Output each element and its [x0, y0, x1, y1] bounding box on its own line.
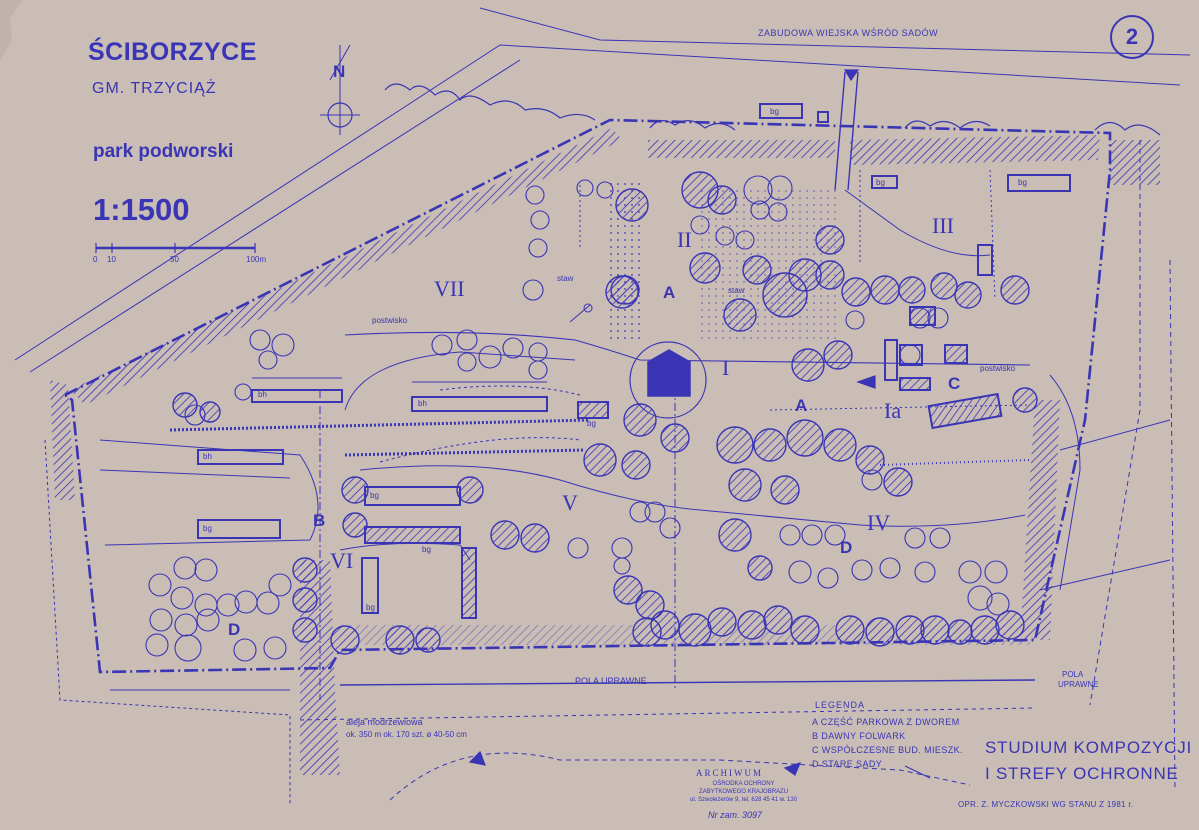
- manor: [629, 341, 707, 419]
- study-title: STUDIUM KOMPOZYCJI I STREFY OCHRONNE: [985, 735, 1192, 787]
- zone-label: IV: [867, 510, 891, 535]
- pasture-label: postwisko: [372, 316, 408, 325]
- building-label: bg: [587, 419, 596, 428]
- inventory-number: Nr zam. 3097: [708, 810, 763, 820]
- north-label: N: [333, 62, 346, 81]
- legend-item: B DAWNY FOLWARK: [812, 731, 906, 741]
- pond-label: staw: [728, 286, 745, 295]
- building-label: bg: [876, 178, 885, 187]
- commune-label: GM. TRZYCIĄŻ: [92, 80, 217, 97]
- zone-letter: B: [313, 511, 326, 530]
- zone-label: II: [677, 227, 692, 252]
- zone-letter: A: [795, 396, 808, 415]
- legend-title: LEGENDA: [815, 700, 866, 710]
- alley-details: ok. 350 m ok. 170 szt. ø 40-50 cm: [346, 730, 467, 739]
- alley-label: aleja modrzewiowa: [346, 717, 423, 727]
- building-label: bh: [418, 399, 427, 408]
- archive-line: ul. Szwoleżerów 9, tel. 628 45 41 w. 130: [690, 797, 798, 803]
- scale-tick-label: 0: [93, 255, 98, 264]
- fields-label: UPRAWNE: [1058, 680, 1099, 689]
- building-label: bh: [258, 390, 267, 399]
- legend-item: A CZĘŚĆ PARKOWA Z DWOREM: [812, 717, 960, 727]
- sheet-number: 2: [1110, 15, 1154, 59]
- fields-label: POLA: [1062, 670, 1084, 679]
- park-boundary: [62, 118, 1112, 674]
- archive-line: OŚRODKA OCHRONY: [712, 781, 775, 787]
- building-label: bg: [203, 524, 212, 533]
- pond-label: staw: [557, 274, 574, 283]
- zone-label: V: [562, 490, 578, 515]
- zone-letter: D: [840, 538, 853, 557]
- study-title-line: STUDIUM KOMPOZYCJI: [985, 738, 1193, 757]
- scale-tick-label: 100m: [246, 255, 267, 264]
- scale-label: 1:1500: [93, 192, 190, 227]
- fields-label: POLA UPRAWNE: [575, 676, 647, 686]
- scale-tick-label: 50: [170, 255, 179, 264]
- village-label: ZABUDOWA WIEJSKA WŚRÓD SADÓW: [758, 28, 939, 38]
- study-title-line: I STREFY OCHRONNE: [985, 764, 1179, 783]
- building-label: bg: [366, 603, 375, 612]
- archive-stamp-title: ARCHIWUM: [696, 768, 763, 778]
- zone-letter: C: [948, 374, 961, 393]
- legend-item: C WSPÓŁCZESNE BUD. MIESZK.: [812, 745, 963, 755]
- map-title: ŚCIBORZYCE: [88, 38, 257, 66]
- zone-letter: A: [663, 283, 676, 302]
- building-label: bg: [770, 107, 779, 116]
- building-label: bg: [422, 545, 431, 554]
- scale-bar: [95, 243, 256, 253]
- zone-label: I: [722, 355, 730, 380]
- north-arrow: [320, 44, 360, 135]
- zone-label: VII: [434, 276, 465, 301]
- legend-item: D STARE SADY: [812, 759, 883, 769]
- zone-label: Ia: [884, 398, 902, 423]
- pasture-label: postwisko: [980, 364, 1016, 373]
- building-label: bh: [203, 452, 212, 461]
- zone-label: III: [932, 213, 954, 238]
- zone-letter: D: [228, 620, 241, 639]
- subject-label: park podworski: [93, 141, 234, 162]
- building-label: bg: [1018, 178, 1027, 187]
- zone-label: VI: [330, 548, 354, 573]
- archive-line: ZABYTKOWEGO KRAJOBRAZU: [699, 789, 789, 795]
- building-label: bg: [370, 491, 379, 500]
- archive-stamp: OŚRODKA OCHRONY ZABYTKOWEGO KRAJOBRAZU u…: [690, 780, 797, 804]
- author-credit: OPR. Z. MYCZKOWSKI WG STANU Z 1981 r.: [958, 800, 1134, 809]
- scale-tick-label: 10: [107, 255, 116, 264]
